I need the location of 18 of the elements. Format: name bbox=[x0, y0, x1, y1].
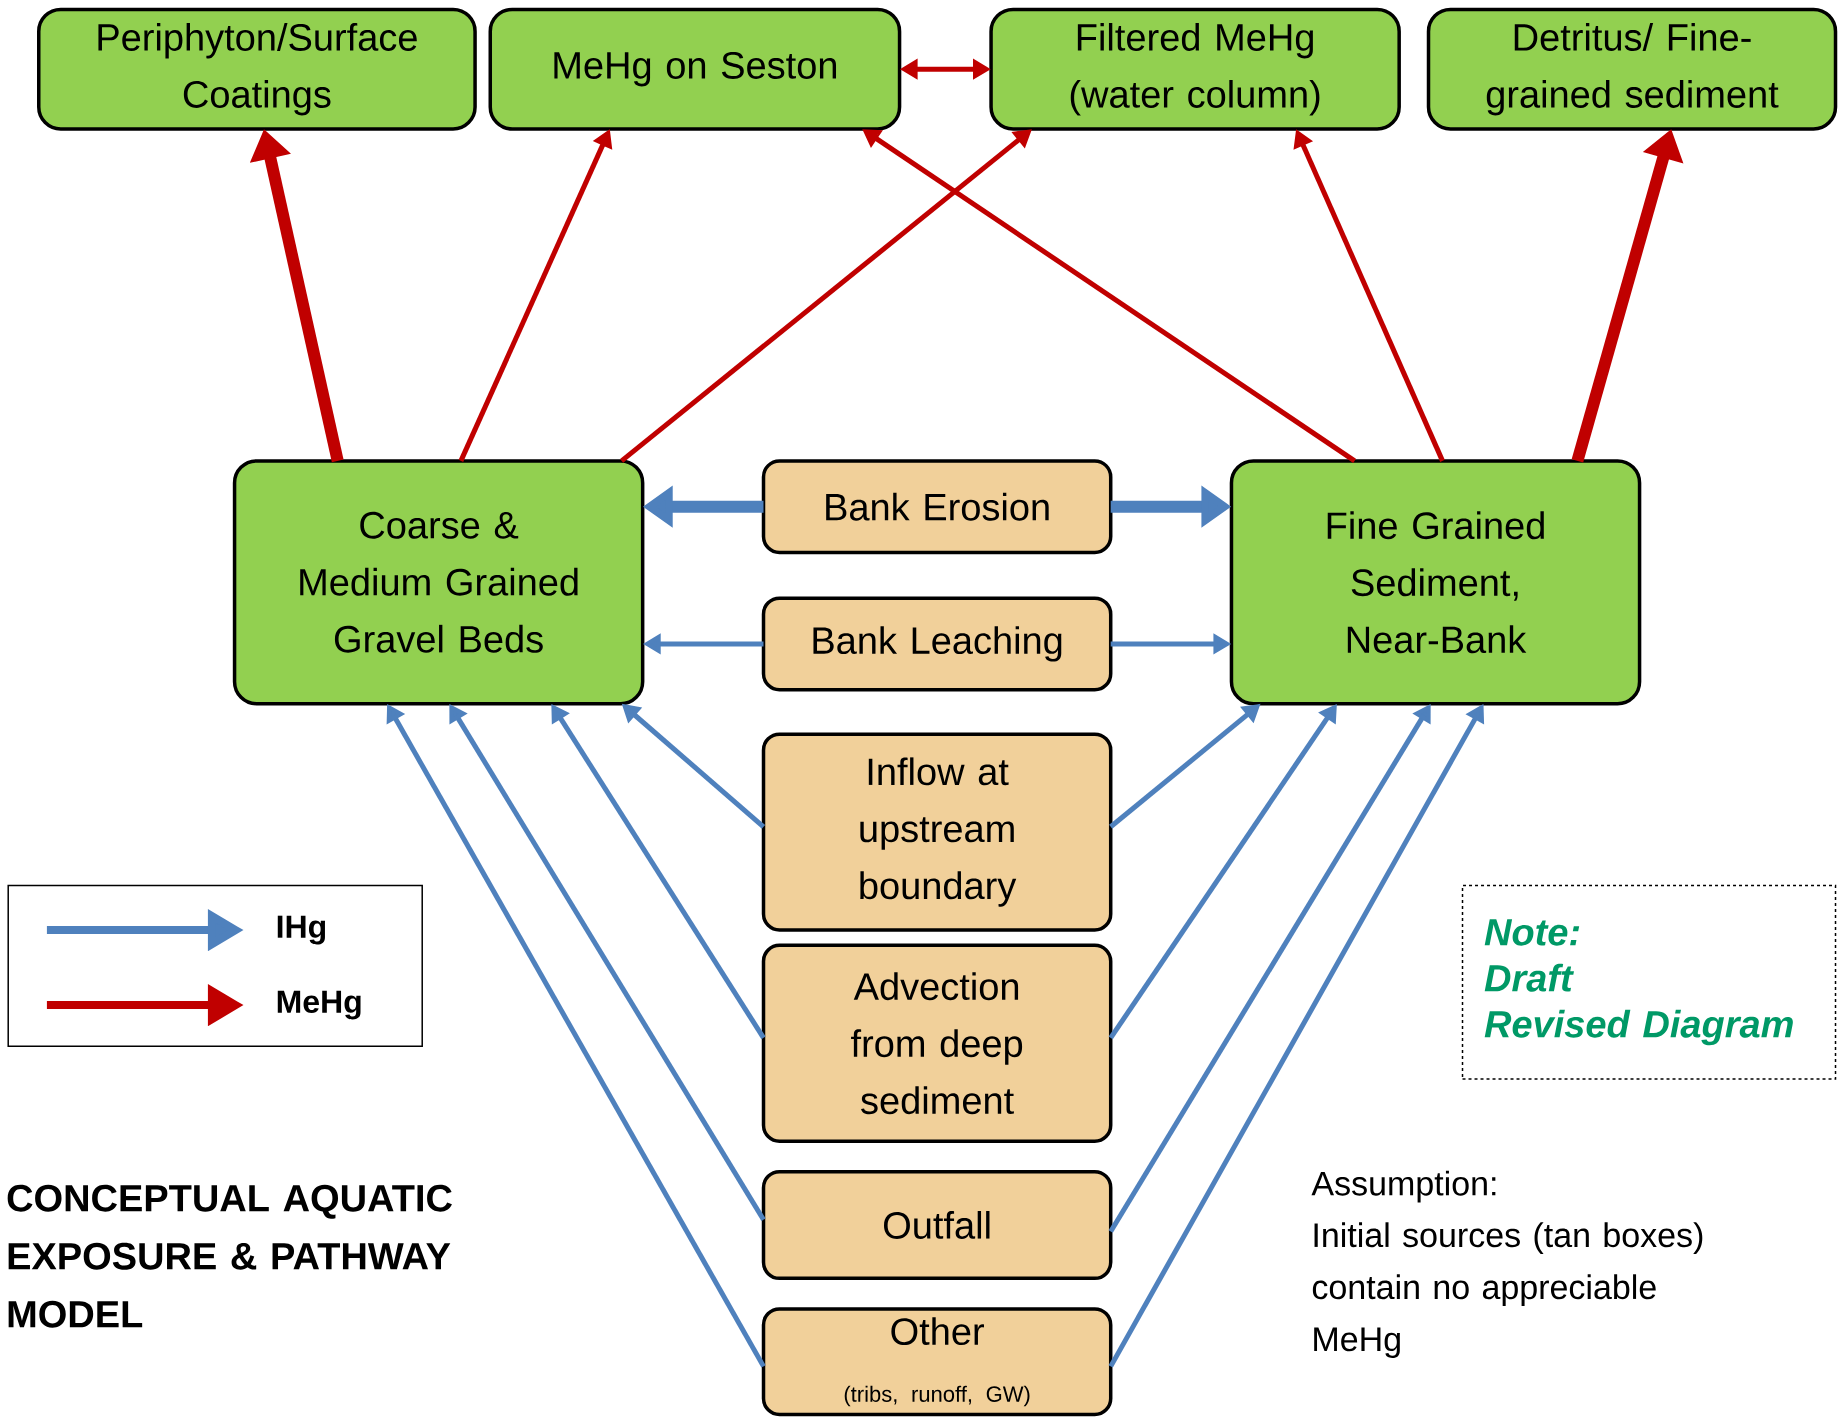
source-box: Outfall bbox=[761, 1169, 1113, 1281]
note-text: Initial sources (tan boxes) contain no appreciable MeHg bbox=[1312, 1222, 1703, 1358]
compartment-box: Detritus/ Fine-grained sediment bbox=[1426, 7, 1838, 131]
note-box: Note: Draft Revised Diagram bbox=[1461, 884, 1837, 1080]
compartment-box: Coarse & Medium Grained Gravel Beds bbox=[232, 459, 645, 706]
legend-label: MeHg bbox=[277, 990, 361, 1020]
legend-label: IHg bbox=[277, 915, 326, 945]
title: CONCEPTUAL AQUATIC EXPOSURE & PATHWAY MODEL bbox=[7, 1184, 452, 1328]
note-text: Assumption: bbox=[1311, 1170, 1496, 1203]
source-box: Inflow at upstream boundary bbox=[761, 732, 1113, 932]
source-box: Other (tribs, runoff, GW) bbox=[761, 1307, 1113, 1417]
compartment-box: Periphyton/Surface Coatings bbox=[37, 7, 477, 131]
compartment-box: Fine Grained Sediment, Near-Bank bbox=[1229, 459, 1642, 706]
source-box: Bank Erosion bbox=[761, 459, 1113, 555]
source-box: Advection from deep sediment bbox=[761, 943, 1113, 1143]
source-box: Bank Leaching bbox=[761, 596, 1113, 692]
compartment-box: Filtered MeHg (water column) bbox=[989, 7, 1401, 131]
compartment-box: MeHg on Seston bbox=[488, 7, 902, 131]
